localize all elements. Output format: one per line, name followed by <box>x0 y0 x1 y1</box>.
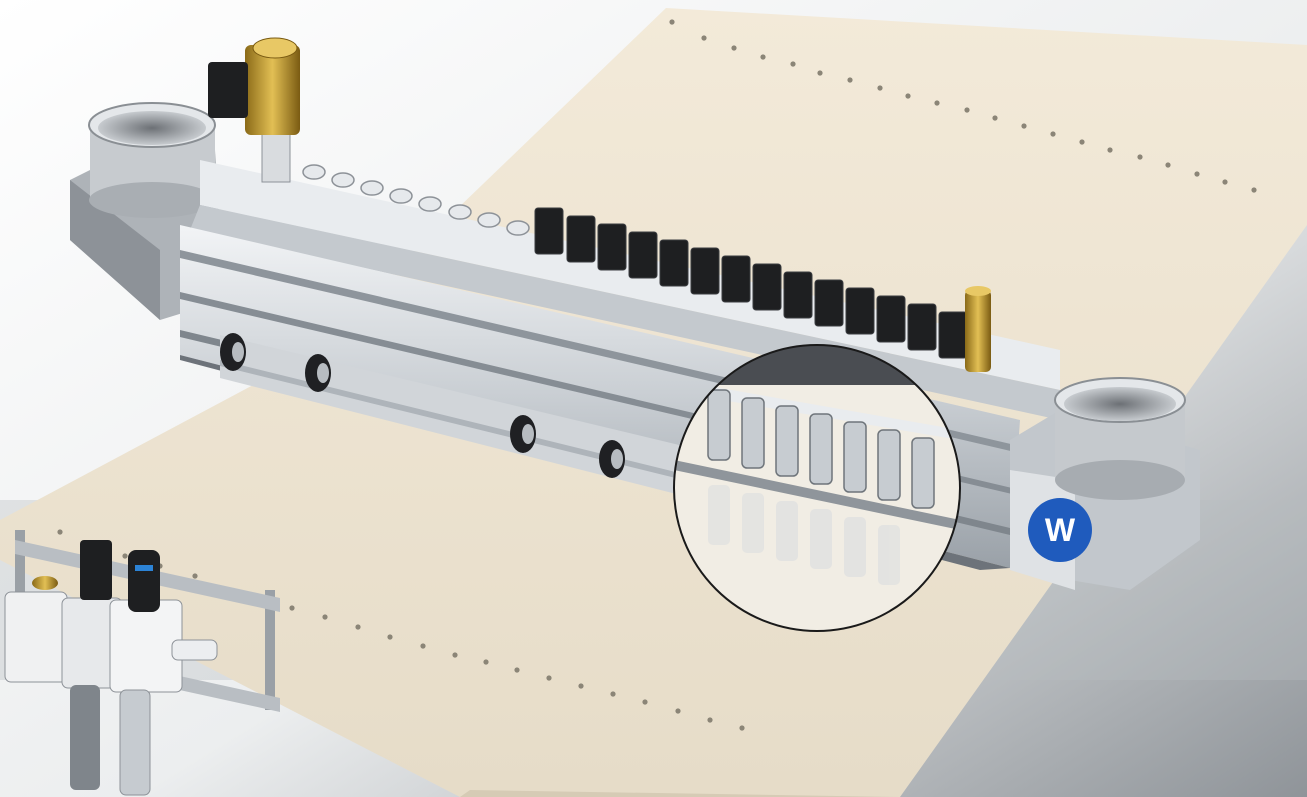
roller-bar <box>220 335 700 500</box>
roller-2 <box>305 354 331 392</box>
nozzle-reflections <box>708 485 900 585</box>
nozzle-row <box>707 389 935 509</box>
roller-4 <box>599 440 625 478</box>
fitting-caps <box>302 164 530 236</box>
brand-logo: W <box>1028 498 1092 562</box>
magnified-detail <box>673 344 961 632</box>
roller-1 <box>220 333 246 371</box>
brass-inlet-valve <box>208 37 300 183</box>
rollers <box>220 333 625 478</box>
logo-badge <box>1028 498 1092 562</box>
filter-regulator-unit <box>4 530 280 796</box>
brass-cylinder <box>965 286 991 372</box>
roller-3 <box>510 415 536 453</box>
logo-mark: W <box>1045 512 1076 548</box>
solenoid-valves <box>534 207 968 359</box>
board-holes-top <box>669 19 1257 193</box>
